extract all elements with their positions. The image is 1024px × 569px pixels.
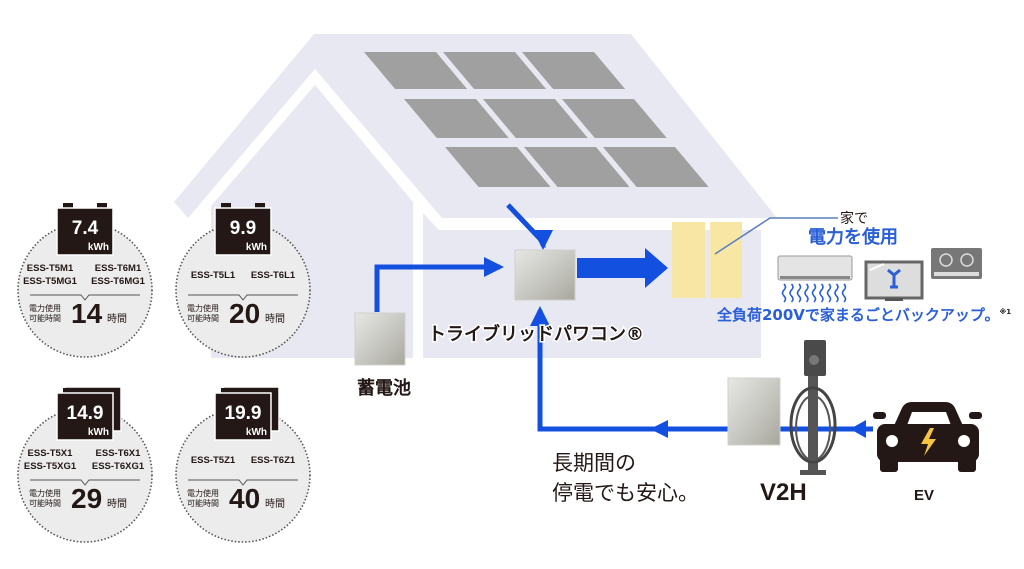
usage-hours: 40 xyxy=(229,483,260,514)
battery-icon xyxy=(214,207,272,256)
v2h-label: V2H xyxy=(760,479,807,506)
divider xyxy=(30,294,140,301)
usage-hours-unit: 時間 xyxy=(265,313,285,325)
battery-terminal-icon xyxy=(63,388,73,394)
solar-panel xyxy=(445,147,551,187)
battery-terminal-icon xyxy=(97,388,107,394)
usage-hours: 14 xyxy=(71,298,103,329)
v2h-unit xyxy=(727,377,781,446)
capacity-value: 14.9 xyxy=(67,403,104,424)
outage-line-1: 長期間の xyxy=(552,451,636,475)
usage-label: 可能時間 xyxy=(29,498,61,508)
usage-label: 可能時間 xyxy=(29,313,61,323)
power-output-arrow xyxy=(577,248,668,288)
model-number: ESS-T5MG1 xyxy=(23,276,78,287)
divider xyxy=(188,294,298,301)
home-use-large-label: 電力を使用 xyxy=(808,227,898,248)
model-number: ESS-T6Z1 xyxy=(251,455,296,466)
usage-hours-unit: 時間 xyxy=(265,498,285,510)
model-number: ESS-T5M1 xyxy=(27,263,74,274)
usage-label: 電力使用 xyxy=(29,303,61,313)
solar-panel xyxy=(443,52,547,89)
full-backup-text: 全負荷200Vで家まるごとバックアップ。 xyxy=(716,306,999,324)
capacity-unit: kWh xyxy=(88,427,109,438)
solar-panel xyxy=(562,99,667,138)
power-conditioner-label: トライブリッドパワコン® xyxy=(428,323,644,345)
divider xyxy=(30,479,140,486)
usage-label: 電力使用 xyxy=(29,488,61,498)
solar-panel xyxy=(522,52,626,89)
battery-terminal-icon xyxy=(255,388,265,394)
usage-hours: 20 xyxy=(229,298,260,329)
usage-label: 電力使用 xyxy=(187,488,219,498)
ev-flow-arrowhead xyxy=(850,420,866,438)
usage-label: 電力使用 xyxy=(187,303,219,313)
usage-label: 可能時間 xyxy=(187,313,219,323)
usage-hours-unit: 時間 xyxy=(107,313,127,325)
solar-panel xyxy=(364,52,468,89)
battery-icon xyxy=(56,207,114,256)
ev-charger-icon xyxy=(789,340,837,475)
battery-terminal-icon xyxy=(221,203,231,209)
capacity-unit: kWh xyxy=(88,242,109,253)
model-number: ESS-T5Z1 xyxy=(191,455,236,466)
capacity-value: 19.9 xyxy=(225,403,262,424)
footnote-mark: ※1 xyxy=(999,307,1011,316)
usage-label: 可能時間 xyxy=(187,498,219,508)
v2h-flow-arrowhead xyxy=(650,420,668,438)
model-number: ESS-T5X1 xyxy=(28,448,74,459)
home-use-small-label: 家で xyxy=(840,210,868,227)
solar-panel xyxy=(603,147,709,187)
tv-icon xyxy=(864,260,924,301)
air-conditioner-icon xyxy=(777,255,853,303)
capacity-unit: kWh xyxy=(246,242,267,253)
usage-hours-unit: 時間 xyxy=(107,498,127,510)
ih-cooktop-icon xyxy=(931,248,982,279)
battery-icon xyxy=(56,392,114,441)
usage-hours: 29 xyxy=(71,483,102,514)
battery-terminal-icon xyxy=(255,203,265,209)
capacity-value: 7.4 xyxy=(72,218,99,239)
ev-car-icon xyxy=(873,402,982,472)
switchboard-right xyxy=(710,222,742,298)
ev-label: EV xyxy=(914,487,934,504)
storage-battery-unit xyxy=(354,312,406,366)
model-number: ESS-T6XG1 xyxy=(92,461,145,472)
capacity-value: 9.9 xyxy=(230,218,256,239)
full-backup-label: 全負荷200Vで家まるごとバックアップ。※1 xyxy=(716,306,1011,324)
model-number: ESS-T5XG1 xyxy=(24,461,77,472)
battery-icon xyxy=(214,392,272,441)
lightning-icon xyxy=(921,428,936,456)
model-number: ESS-T6L1 xyxy=(251,270,296,281)
power-conditioner-unit xyxy=(514,249,576,301)
model-number: ESS-T6X1 xyxy=(96,448,142,459)
capacity-unit: kWh xyxy=(246,427,267,438)
battery-terminal-icon xyxy=(97,203,107,209)
solar-panel xyxy=(483,99,588,138)
switchboard-left xyxy=(672,222,705,298)
solar-panels xyxy=(364,52,709,187)
solar-panel xyxy=(404,99,509,138)
solar-panel xyxy=(524,147,630,187)
outage-line-2: 停電でも安心。 xyxy=(552,481,699,505)
battery-flow-arrow xyxy=(374,257,504,312)
divider xyxy=(188,479,298,486)
battery-terminal-icon xyxy=(63,203,73,209)
model-number: ESS-T5L1 xyxy=(191,270,236,281)
model-number: ESS-T6M1 xyxy=(95,263,142,274)
storage-battery-label: 蓄電池 xyxy=(357,377,411,399)
battery-terminal-icon xyxy=(221,388,231,394)
callout-line xyxy=(714,217,838,255)
model-number: ESS-T6MG1 xyxy=(91,276,146,287)
